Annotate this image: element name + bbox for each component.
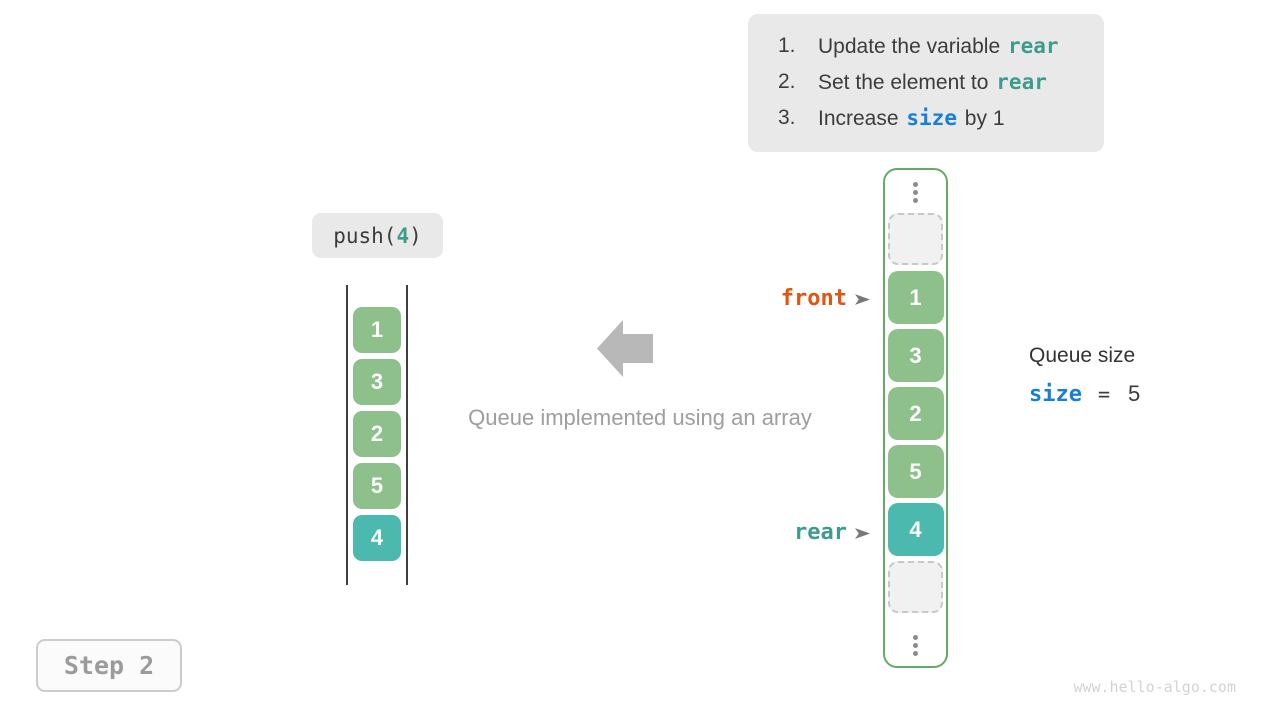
- operation-label: push(4): [312, 213, 443, 258]
- equals-sign: =: [1097, 382, 1111, 406]
- queue-size-info: Queue size size = 5: [1029, 344, 1140, 407]
- operation-prefix: push(: [333, 223, 397, 248]
- pointer-arrow-icon: [855, 527, 870, 539]
- front-pointer: front: [770, 286, 870, 312]
- queue-size-title: Queue size: [1029, 344, 1136, 367]
- pointer-arrow-icon: [855, 293, 870, 305]
- step-text: Increase size by 1: [818, 106, 1005, 131]
- step-text-before: Increase: [818, 106, 905, 130]
- array-cell-highlighted: 4: [353, 515, 401, 561]
- step-badge-label: Step 2: [63, 651, 155, 680]
- queue-cell: 3: [887, 329, 944, 382]
- queue-cell-front: 1: [887, 271, 944, 324]
- operation-suffix: ): [409, 223, 422, 248]
- step-number: 3.: [778, 106, 796, 129]
- array-stack: 1 3 2 5 4: [346, 285, 408, 585]
- step-text: Update the variable rear: [818, 34, 1061, 59]
- vertical-ellipsis-icon: [913, 635, 918, 656]
- queue-cell: 2: [887, 387, 944, 440]
- array-cell: 5: [353, 463, 401, 509]
- array-cell: 1: [353, 307, 401, 353]
- step-line-2: 2. Set the element to rear: [778, 64, 1104, 100]
- rear-pointer: rear: [770, 520, 870, 546]
- step-number: 2.: [778, 70, 796, 93]
- step-text-before: Set the element to: [818, 70, 995, 94]
- vertical-ellipsis-icon: [913, 182, 918, 203]
- array-cell: 2: [353, 411, 401, 457]
- step-text-after: by 1: [958, 106, 1005, 130]
- size-variable: size: [1029, 381, 1082, 407]
- empty-slot: [888, 561, 943, 613]
- left-arrow-icon: [597, 320, 653, 377]
- array-cell: 3: [353, 359, 401, 405]
- size-value: 5: [1128, 381, 1141, 406]
- step-badge: Step 2: [36, 639, 182, 692]
- operation-argument: 4: [396, 223, 410, 248]
- step-number: 1.: [778, 34, 796, 57]
- diagram-caption: Queue implemented using an array: [468, 405, 812, 430]
- queue-cell-rear: 4: [887, 503, 944, 556]
- steps-panel: 1. Update the variable rear 2. Set the e…: [748, 14, 1104, 152]
- code-token-rear: rear: [996, 69, 1047, 94]
- queue-cell: 5: [887, 445, 944, 498]
- step-line-3: 3. Increase size by 1: [778, 100, 1104, 136]
- watermark: www.hello-algo.com: [1073, 678, 1236, 696]
- code-token-rear: rear: [1007, 33, 1059, 58]
- step-line-1: 1. Update the variable rear: [778, 28, 1104, 64]
- front-label: front: [780, 286, 847, 311]
- code-token-size: size: [906, 105, 957, 130]
- step-text: Set the element to rear: [818, 70, 1049, 95]
- queue-array: 1 3 2 5 4: [883, 168, 948, 668]
- step-text-before: Update the variable: [818, 34, 1006, 58]
- size-value-line: size = 5: [1029, 381, 1140, 407]
- rear-label: rear: [794, 520, 847, 545]
- empty-slot: [888, 213, 943, 265]
